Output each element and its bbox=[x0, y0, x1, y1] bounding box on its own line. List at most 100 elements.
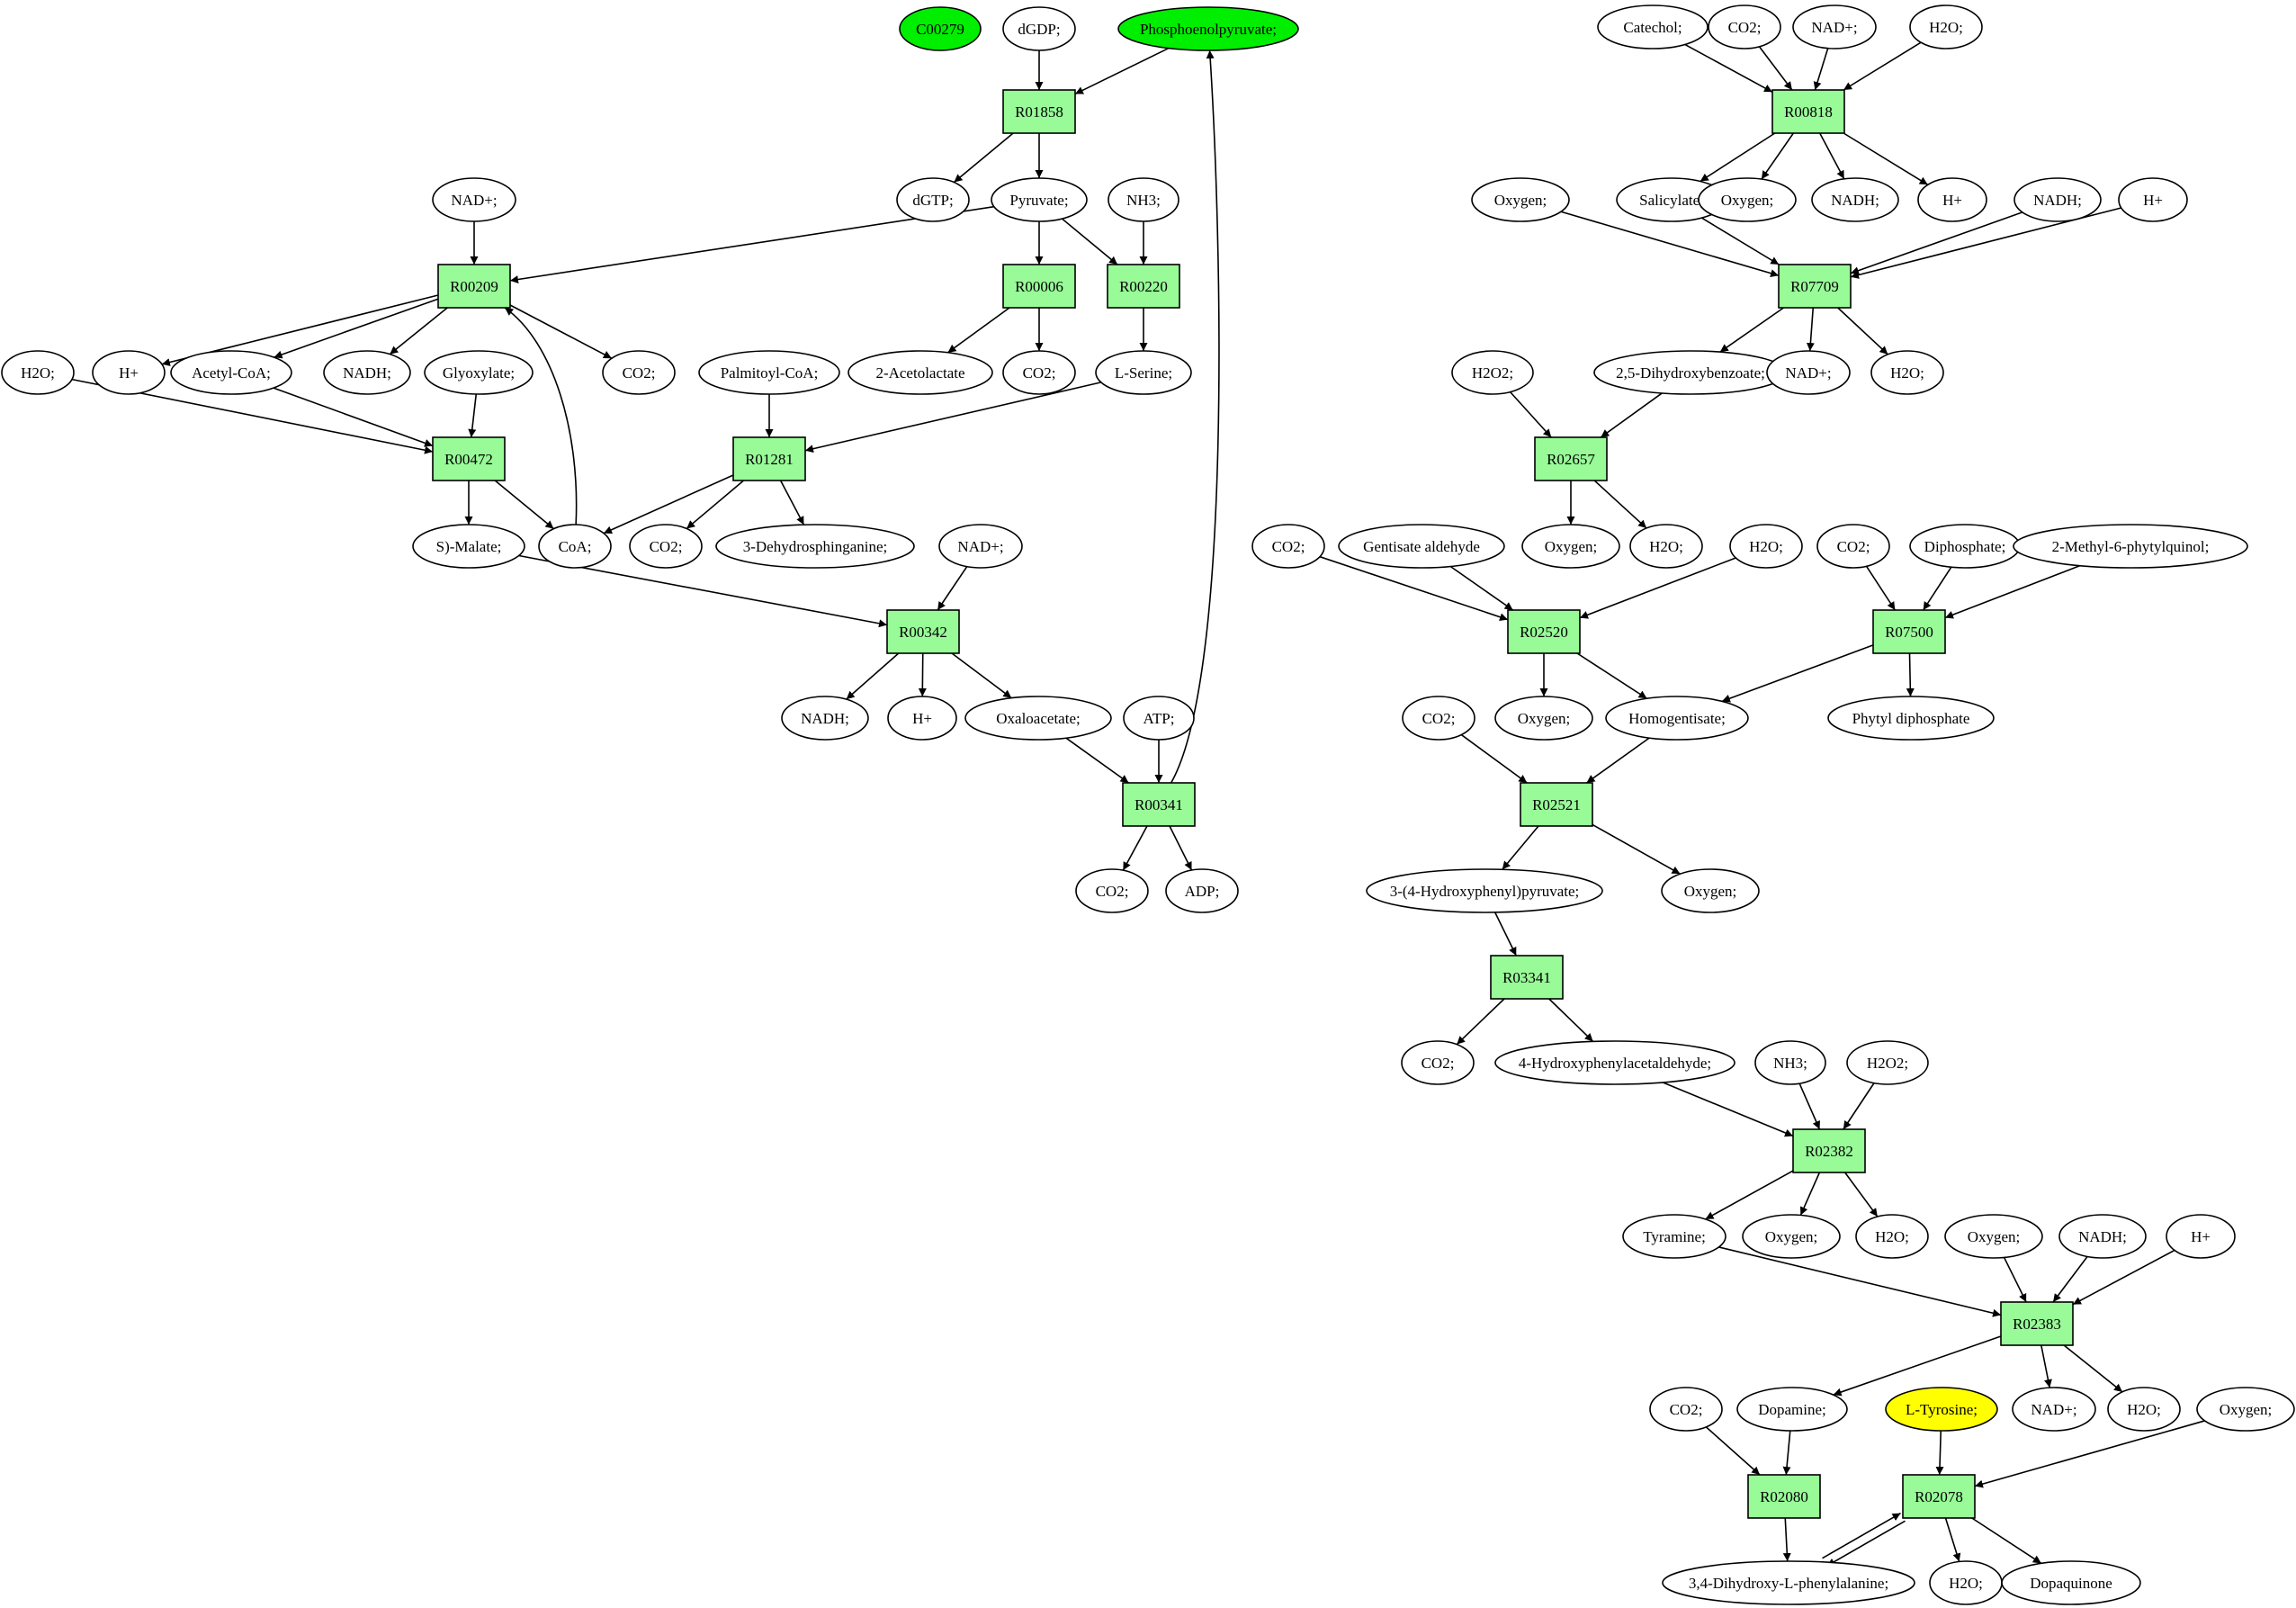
compound-node-glyoxylate[interactable]: Glyoxylate; bbox=[424, 350, 534, 395]
compound-node-nh3-a[interactable]: NH3; bbox=[1108, 177, 1179, 222]
reaction-node-r02382[interactable]: R02382 bbox=[1792, 1128, 1866, 1173]
compound-node-h2o-f[interactable]: H2O; bbox=[1855, 1214, 1929, 1259]
reaction-node-r00341[interactable]: R00341 bbox=[1122, 782, 1196, 827]
compound-node-palmitoylcoa[interactable]: Palmitoyl-CoA; bbox=[698, 350, 840, 395]
compound-node-catechol[interactable]: Catechol; bbox=[1597, 4, 1709, 49]
compound-node-h2o-g[interactable]: H2O; bbox=[2107, 1387, 2181, 1432]
reaction-node-r00006[interactable]: R00006 bbox=[1002, 264, 1076, 309]
reaction-node-r00209[interactable]: R00209 bbox=[437, 264, 511, 309]
compound-node-dopa[interactable]: 3,4-Dihydroxy-L-phenylalanine; bbox=[1662, 1560, 1915, 1605]
compound-node-nadh-a[interactable]: NADH; bbox=[323, 350, 411, 395]
compound-node-ltyrosine[interactable]: L-Tyrosine; bbox=[1885, 1387, 1998, 1432]
compound-node-co2-j[interactable]: CO2; bbox=[1649, 1387, 1723, 1432]
compound-node-nadh-b[interactable]: NADH; bbox=[781, 696, 869, 741]
reaction-node-r00342[interactable]: R00342 bbox=[886, 609, 960, 654]
reaction-node-r07709[interactable]: R07709 bbox=[1778, 264, 1852, 309]
compound-node-adp[interactable]: ADP; bbox=[1165, 868, 1239, 913]
compound-node-h2o-d[interactable]: H2O; bbox=[1629, 524, 1703, 569]
compound-node-lserine[interactable]: L-Serine; bbox=[1095, 350, 1192, 395]
compound-node-dehydrosphinganine[interactable]: 3-Dehydrosphinganine; bbox=[715, 524, 915, 569]
compound-node-h2o-c[interactable]: H2O; bbox=[1870, 350, 1944, 395]
compound-node-dhb[interactable]: 2,5-Dihydroxybenzoate; bbox=[1593, 350, 1788, 395]
compound-node-oxygen-b[interactable]: Oxygen; bbox=[1698, 177, 1797, 222]
compound-node-atp[interactable]: ATP; bbox=[1123, 696, 1195, 741]
reaction-node-r02383[interactable]: R02383 bbox=[2000, 1301, 2074, 1346]
compound-node-co2-g[interactable]: CO2; bbox=[1816, 524, 1890, 569]
compound-node-oxygen-c[interactable]: Oxygen; bbox=[1521, 524, 1620, 569]
compound-node-oxygen-d[interactable]: Oxygen; bbox=[1494, 696, 1593, 741]
compound-node-co2-f[interactable]: CO2; bbox=[1251, 524, 1325, 569]
compound-node-co2-h[interactable]: CO2; bbox=[1402, 696, 1475, 741]
compound-node-nh3-b[interactable]: NH3; bbox=[1754, 1040, 1826, 1085]
compound-node-oxaloacetate[interactable]: Oxaloacetate; bbox=[964, 696, 1112, 741]
edge-R02078-to-dopaquinone bbox=[1971, 1517, 2042, 1565]
compound-node-phytyl-dp[interactable]: Phytyl diphosphate bbox=[1827, 696, 1995, 741]
compound-node-oxygen-h[interactable]: Oxygen; bbox=[2196, 1387, 2295, 1432]
compound-node-nad-e[interactable]: NAD+; bbox=[2012, 1387, 2096, 1432]
compound-node-acetylcoa[interactable]: Acetyl-CoA; bbox=[170, 350, 292, 395]
compound-node-pep[interactable]: Phosphoenolpyruvate; bbox=[1117, 6, 1299, 51]
compound-label: H2O; bbox=[1875, 1228, 1909, 1245]
compound-label: NH3; bbox=[1773, 1055, 1807, 1072]
reaction-node-r01858[interactable]: R01858 bbox=[1002, 89, 1076, 134]
compound-node-nad-d[interactable]: NAD+; bbox=[1766, 350, 1851, 395]
reaction-node-r01281[interactable]: R01281 bbox=[732, 436, 806, 481]
reaction-node-r00818[interactable]: R00818 bbox=[1771, 89, 1845, 134]
compound-node-pyruvate[interactable]: Pyruvate; bbox=[991, 177, 1088, 222]
reaction-node-r03341[interactable]: R03341 bbox=[1490, 955, 1564, 1000]
compound-node-tyramine[interactable]: Tyramine; bbox=[1622, 1214, 1726, 1259]
compound-node-h-c[interactable]: H+ bbox=[1917, 177, 1987, 222]
compound-node-homogentisate[interactable]: Homogentisate; bbox=[1605, 696, 1749, 741]
compound-node-nadh-d[interactable]: NADH; bbox=[2013, 177, 2102, 222]
compound-node-acetolactate[interactable]: 2-Acetolactate bbox=[848, 350, 993, 395]
compound-node-h2o-a[interactable]: H2O; bbox=[1, 350, 75, 395]
compound-node-h-a[interactable]: H+ bbox=[92, 350, 166, 395]
compound-node-hpa[interactable]: 4-Hydroxyphenylacetaldehyde; bbox=[1494, 1040, 1735, 1085]
compound-node-c00279[interactable]: C00279 bbox=[899, 6, 982, 51]
compound-node-diphosphate[interactable]: Diphosphate; bbox=[1909, 524, 2021, 569]
compound-node-dgtp[interactable]: dGTP; bbox=[896, 177, 970, 222]
compound-node-dopaquinone[interactable]: Dopaquinone bbox=[2001, 1560, 2141, 1605]
reaction-node-r02657[interactable]: R02657 bbox=[1534, 436, 1608, 481]
compound-node-smalate[interactable]: S)-Malate; bbox=[412, 524, 525, 569]
compound-node-h-e[interactable]: H+ bbox=[2166, 1214, 2236, 1259]
compound-node-gentisate-ald[interactable]: Gentisate aldehyde bbox=[1338, 524, 1505, 569]
compound-ellipse bbox=[2058, 1214, 2147, 1259]
compound-node-h-d[interactable]: H+ bbox=[2118, 177, 2188, 222]
compound-node-oxygen-g[interactable]: Oxygen; bbox=[1944, 1214, 2043, 1259]
compound-node-coa[interactable]: CoA; bbox=[538, 524, 612, 569]
compound-node-nad-a[interactable]: NAD+; bbox=[432, 177, 516, 222]
compound-node-h2o-e[interactable]: H2O; bbox=[1729, 524, 1803, 569]
reaction-node-r02521[interactable]: R02521 bbox=[1520, 782, 1593, 827]
reaction-node-r00220[interactable]: R00220 bbox=[1107, 264, 1180, 309]
compound-node-co2-i[interactable]: CO2; bbox=[1401, 1040, 1475, 1085]
compound-node-h2o-h[interactable]: H2O; bbox=[1929, 1560, 2003, 1605]
compound-node-co2-b[interactable]: CO2; bbox=[1002, 350, 1076, 395]
compound-node-oxygen-a[interactable]: Oxygen; bbox=[1471, 177, 1570, 222]
compound-node-co2-a[interactable]: CO2; bbox=[602, 350, 676, 395]
reaction-node-r07500[interactable]: R07500 bbox=[1872, 609, 1946, 654]
compound-node-h2o-b[interactable]: H2O; bbox=[1909, 4, 1983, 49]
compound-node-dgdp[interactable]: dGDP; bbox=[1002, 6, 1076, 51]
compound-node-co2-e[interactable]: CO2; bbox=[1708, 4, 1781, 49]
compound-node-oxygen-f[interactable]: Oxygen; bbox=[1742, 1214, 1841, 1259]
compound-node-nad-b[interactable]: NAD+; bbox=[938, 524, 1023, 569]
compound-node-nadh-e[interactable]: NADH; bbox=[2058, 1214, 2147, 1259]
edge-R02080-to-dopa bbox=[1782, 1517, 1791, 1562]
compound-node-h2o2-a[interactable]: H2O2; bbox=[1451, 350, 1534, 395]
compound-node-co2-c[interactable]: CO2; bbox=[629, 524, 703, 569]
reaction-node-r00472[interactable]: R00472 bbox=[432, 436, 506, 481]
compound-node-hpp[interactable]: 3-(4-Hydroxyphenyl)pyruvate; bbox=[1366, 868, 1603, 913]
compound-node-h-b[interactable]: H+ bbox=[887, 696, 957, 741]
compound-node-nad-c[interactable]: NAD+; bbox=[1792, 4, 1877, 49]
compound-node-nadh-c[interactable]: NADH; bbox=[1811, 177, 1899, 222]
compound-node-methylphytylquinol[interactable]: 2-Methyl-6-phytylquinol; bbox=[2013, 524, 2248, 569]
compound-node-co2-d[interactable]: CO2; bbox=[1075, 868, 1149, 913]
compound-node-oxygen-e[interactable]: Oxygen; bbox=[1661, 868, 1760, 913]
compound-label: NADH; bbox=[2033, 192, 2082, 209]
reaction-node-r02520[interactable]: R02520 bbox=[1507, 609, 1581, 654]
compound-node-dopamine[interactable]: Dopamine; bbox=[1736, 1387, 1848, 1432]
reaction-node-r02080[interactable]: R02080 bbox=[1747, 1474, 1821, 1519]
compound-node-h2o2-b[interactable]: H2O2; bbox=[1846, 1040, 1929, 1085]
reaction-node-r02078[interactable]: R02078 bbox=[1902, 1474, 1976, 1519]
